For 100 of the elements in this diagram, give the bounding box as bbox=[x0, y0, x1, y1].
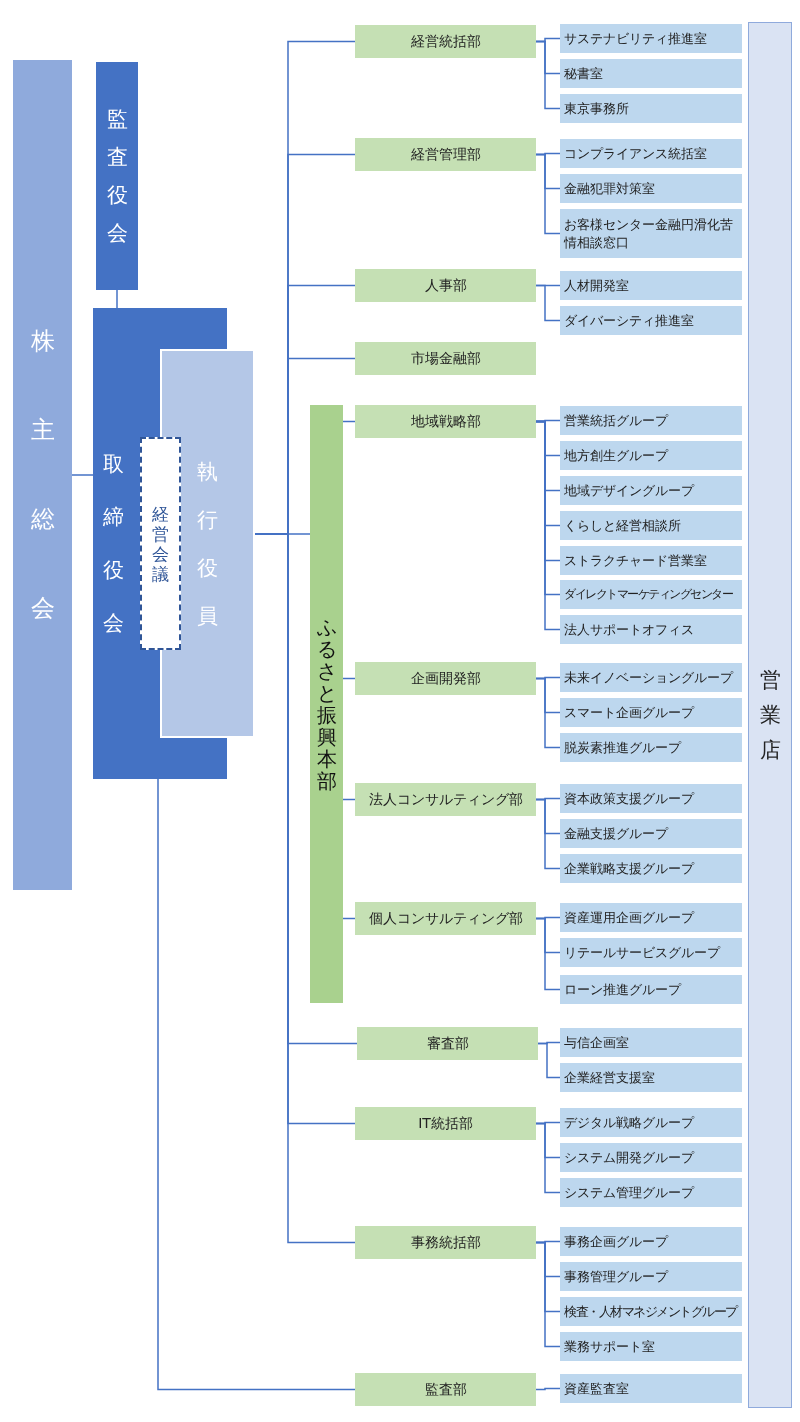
section-box bbox=[560, 1332, 742, 1361]
unit-label: 経営管理部 bbox=[410, 145, 481, 164]
department-box bbox=[355, 783, 536, 816]
section-box bbox=[560, 733, 742, 762]
unit-label: 企画開発部 bbox=[410, 669, 481, 688]
department-box bbox=[355, 269, 536, 302]
unit-label: お客様センター金融円滑化苦情相談窓口 bbox=[564, 215, 734, 252]
section-box bbox=[560, 854, 742, 883]
connector-line bbox=[157, 778, 356, 1391]
department-box bbox=[355, 1107, 536, 1140]
unit-label: 地域デザイングループ bbox=[564, 481, 694, 500]
section-box bbox=[560, 903, 742, 932]
department-box bbox=[355, 138, 536, 171]
department-box bbox=[355, 662, 536, 695]
unit-label: 人材開発室 bbox=[564, 276, 629, 295]
unit-label: ダイレクトマーケティングセンター bbox=[564, 586, 732, 603]
unit-label: 監査部 bbox=[424, 1380, 467, 1399]
unit-label: くらしと経営相談所 bbox=[564, 516, 681, 535]
connector-line bbox=[535, 284, 561, 322]
section-box bbox=[560, 306, 742, 335]
unit-label: システム開発グループ bbox=[564, 1148, 694, 1167]
unit-label: 監査役会 bbox=[106, 106, 128, 247]
unit-label: 市場金融部 bbox=[410, 349, 481, 368]
unit-label: ダイバーシティ推進室 bbox=[564, 311, 694, 330]
unit-label: 審査部 bbox=[426, 1034, 469, 1053]
unit-label: 金融支援グループ bbox=[564, 824, 668, 843]
section-box bbox=[560, 24, 742, 53]
section-box bbox=[560, 406, 742, 435]
unit-label: 企業戦略支援グループ bbox=[564, 859, 694, 878]
unit-label: 執行役員 bbox=[197, 458, 218, 630]
section-box bbox=[560, 174, 742, 203]
unit-label: 営業店 bbox=[759, 666, 781, 764]
unit-label: 資本政策支援グループ bbox=[564, 789, 694, 808]
branch-box bbox=[748, 22, 792, 1408]
section-box bbox=[560, 1227, 742, 1256]
unit-label: サステナビリティ推進室 bbox=[564, 29, 707, 48]
unit-label: システム管理グループ bbox=[564, 1183, 694, 1202]
section-box bbox=[560, 271, 742, 300]
connector-line bbox=[535, 153, 561, 235]
connector-line bbox=[535, 677, 561, 749]
connector-line bbox=[535, 420, 561, 631]
section-box bbox=[560, 615, 742, 644]
unit-label: 与信企画室 bbox=[564, 1033, 629, 1052]
connector-line bbox=[535, 798, 561, 870]
shareholders-meeting-box bbox=[13, 60, 72, 890]
unit-label: ふるさと振興本部 bbox=[316, 616, 337, 792]
section-box bbox=[560, 938, 742, 967]
department-box bbox=[355, 1226, 536, 1259]
unit-label: 企業経営支援室 bbox=[564, 1068, 655, 1087]
unit-label: 株主総会 bbox=[30, 326, 55, 624]
section-box bbox=[560, 441, 742, 470]
connector-line bbox=[537, 1042, 561, 1079]
unit-label: 法人コンサルティング部 bbox=[368, 790, 523, 809]
unit-label: 営業統括グループ bbox=[564, 411, 668, 430]
section-box bbox=[560, 209, 742, 258]
unit-label: 地域戦略部 bbox=[410, 412, 481, 431]
unit-label: 地方創生グループ bbox=[564, 446, 668, 465]
section-box bbox=[560, 94, 742, 123]
unit-label: コンプライアンス統括室 bbox=[564, 144, 707, 163]
section-box bbox=[560, 698, 742, 727]
unit-label: 資産運用企画グループ bbox=[564, 908, 694, 927]
unit-label: 検査・人材マネジメントグループ bbox=[564, 1302, 737, 1321]
unit-label: 経営統括部 bbox=[410, 32, 481, 51]
unit-label: 取締役会 bbox=[103, 450, 124, 637]
connector-line bbox=[71, 474, 94, 476]
section-box bbox=[560, 580, 742, 609]
section-box bbox=[560, 1374, 742, 1403]
section-box bbox=[560, 1262, 742, 1291]
unit-label: 個人コンサルティング部 bbox=[368, 909, 523, 928]
section-box bbox=[560, 546, 742, 575]
section-box bbox=[560, 975, 742, 1004]
unit-label: IT統括部 bbox=[418, 1114, 473, 1133]
section-box bbox=[560, 1063, 742, 1092]
unit-label: リテールサービスグループ bbox=[564, 943, 720, 962]
connector-line bbox=[116, 289, 118, 309]
section-box bbox=[560, 784, 742, 813]
section-box bbox=[560, 511, 742, 540]
connector-line bbox=[535, 1122, 561, 1194]
unit-label: 業務サポート室 bbox=[564, 1337, 655, 1356]
unit-label: 未来イノベーショングループ bbox=[564, 668, 733, 687]
unit-label: 資産監査室 bbox=[564, 1379, 629, 1398]
connector-line bbox=[535, 1241, 561, 1348]
unit-label: 秘書室 bbox=[564, 64, 603, 83]
department-box bbox=[355, 342, 536, 375]
section-box bbox=[560, 1297, 742, 1326]
section-box bbox=[560, 1143, 742, 1172]
unit-label: 事務企画グループ bbox=[564, 1232, 668, 1251]
audit-board-box bbox=[96, 62, 138, 290]
unit-label: 人事部 bbox=[424, 276, 467, 295]
section-box bbox=[560, 139, 742, 168]
headquarters-box bbox=[310, 405, 343, 1003]
section-box bbox=[560, 819, 742, 848]
unit-label: 事務統括部 bbox=[410, 1233, 481, 1252]
department-box bbox=[355, 25, 536, 58]
unit-label: デジタル戦略グループ bbox=[564, 1113, 694, 1132]
unit-label: ローン推進グループ bbox=[564, 980, 681, 999]
connector-line bbox=[535, 917, 561, 991]
unit-label: 金融犯罪対策室 bbox=[564, 179, 655, 198]
department-box bbox=[355, 405, 536, 438]
department-box bbox=[357, 1027, 538, 1060]
